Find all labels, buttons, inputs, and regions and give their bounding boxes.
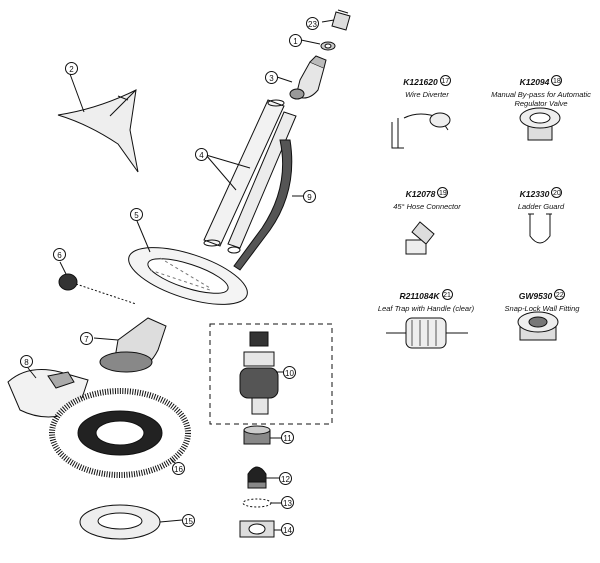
accessory-desc: Wire Diverter	[405, 90, 449, 99]
callout-2: 2	[65, 62, 78, 75]
callout-13: 13	[281, 496, 294, 509]
accessory-desc: 45° Hose Connector	[393, 202, 461, 211]
callout-23: 23	[306, 17, 319, 30]
part-4-hose-sections	[203, 99, 297, 254]
callout-12: 12	[279, 472, 292, 485]
accessory-code: K12330	[519, 189, 550, 199]
part-13-o-ring	[242, 498, 272, 508]
callout-9: 9	[303, 190, 316, 203]
accessory-code: K12078	[405, 189, 436, 199]
accessory-20-ladder-guard	[528, 213, 552, 244]
accessory-code: R211084K	[399, 291, 440, 301]
accessory-num: 19	[437, 187, 449, 199]
part-11-cap	[243, 425, 271, 445]
accessory-code: K121620	[403, 77, 438, 87]
part-3-hose-connector	[289, 55, 327, 100]
accessory-num: 18	[551, 75, 563, 87]
part-15-flat-ring	[79, 504, 161, 540]
accessory-num: 20	[551, 187, 563, 199]
callout-6: 6	[53, 248, 66, 261]
accessory-18-bypass	[519, 107, 561, 141]
callout-7: 7	[80, 332, 93, 345]
callout-1: 1	[289, 34, 302, 47]
callout-4: 4	[195, 148, 208, 161]
callout-16: 16	[172, 462, 185, 475]
callout-3: 3	[265, 71, 278, 84]
part-12-nozzle	[247, 466, 267, 489]
callout-11: 11	[281, 431, 294, 444]
callout-10: 10	[283, 366, 296, 379]
accessory-desc: Leaf Trap with Handle (clear)	[377, 304, 475, 313]
part-6-float	[58, 273, 137, 305]
callout-8: 8	[20, 355, 33, 368]
part-1-ring	[320, 41, 336, 51]
part-2-wing	[57, 89, 139, 173]
accessory-num: 21	[441, 289, 453, 301]
part-23-swivel	[331, 9, 351, 31]
accessory-22-wall-fitting	[517, 311, 559, 341]
accessory-desc: Ladder Guard	[517, 202, 565, 211]
accessory-num: 17	[439, 75, 451, 87]
callout-15: 15	[182, 514, 195, 527]
accessory-desc: Snap-Lock Wall Fitting	[504, 304, 580, 313]
callout-5: 5	[130, 208, 143, 221]
part-9-flexible-tube	[233, 139, 293, 271]
accessory-19-hose-connector	[405, 221, 435, 255]
accessory-21-leaf-trap	[386, 317, 468, 349]
accessory-17-wire-diverter	[391, 112, 451, 149]
accessory-code: K12094	[519, 77, 550, 87]
assembly-box-10	[209, 323, 333, 425]
part-14-bushing	[239, 520, 275, 538]
accessory-num: 22	[554, 289, 566, 301]
accessory-code: GW9530	[518, 291, 553, 301]
part-16-brush-disc	[49, 388, 191, 478]
accessory-desc: Manual By-pass for Automatic Regulator V…	[491, 90, 591, 108]
part-10-valve-assembly	[239, 331, 279, 415]
part-5-disc-ring	[128, 247, 248, 305]
part-7-foot	[99, 317, 167, 373]
callout-14: 14	[281, 523, 294, 536]
